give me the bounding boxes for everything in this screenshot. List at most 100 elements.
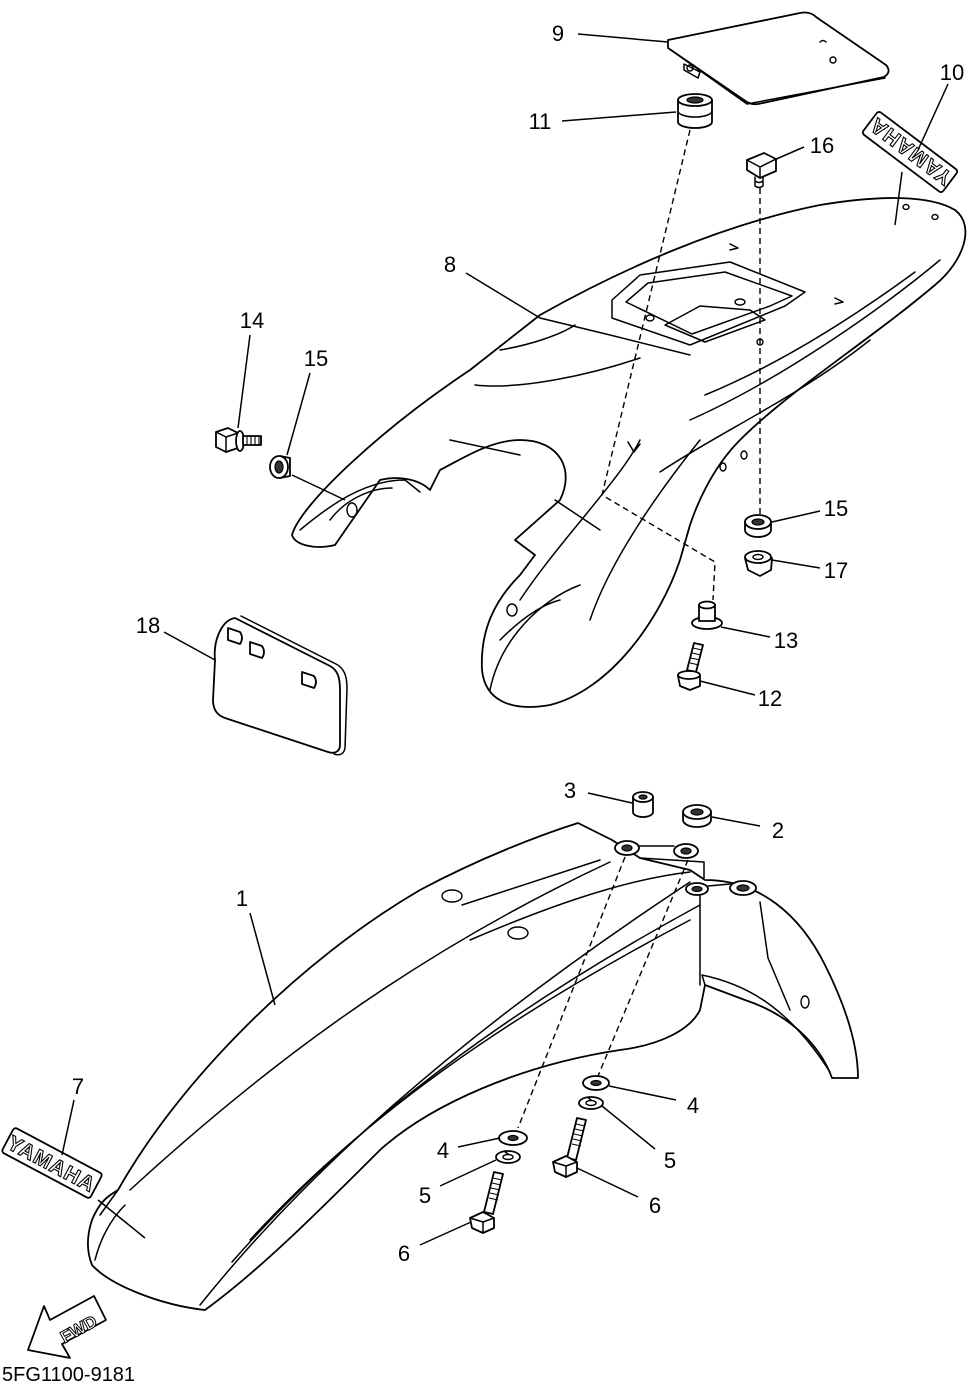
- callout-label: 1: [236, 886, 248, 911]
- fender-rib: [589, 439, 701, 621]
- leader-line: [457, 1137, 501, 1148]
- fender-crease: [249, 919, 691, 1241]
- seat-recess-inner: [625, 271, 793, 335]
- fender-hole: [931, 213, 939, 221]
- callout-10: 10: [917, 60, 964, 151]
- fender-top-ridge: [129, 861, 611, 1191]
- clip-stem: [754, 176, 764, 189]
- fwd-arrow-shape: [27, 1295, 107, 1359]
- fender-hole: [740, 450, 748, 460]
- callout-label: 10: [940, 60, 964, 85]
- decal-border: [861, 111, 959, 193]
- part-10-decal: YAMAHA: [861, 111, 959, 193]
- callout-label: 11: [529, 109, 552, 134]
- leader-line: [711, 816, 761, 827]
- part-1-front-fender: [86, 822, 859, 1311]
- callout-4-right: 4: [608, 1085, 699, 1118]
- assembly-line: [517, 856, 626, 1129]
- bolt-shank: [566, 1117, 587, 1161]
- part-4-washer-left: [498, 1130, 528, 1146]
- callout-18: 18: [136, 613, 216, 661]
- leader-line: [771, 510, 821, 523]
- leader-line: [608, 1085, 677, 1101]
- stay-bracket: [638, 845, 731, 887]
- leader-line: [61, 1099, 75, 1156]
- callout-2: 2: [711, 816, 784, 843]
- fender-hole: [346, 502, 358, 518]
- stay-boss-bore: [691, 885, 703, 893]
- callout-6-left: 6: [398, 1221, 472, 1266]
- part-17-nut: [744, 550, 773, 577]
- callout-13: 13: [720, 626, 798, 653]
- bolt-head: [552, 1155, 578, 1178]
- seat-recess-box: [664, 305, 766, 343]
- plate-hole: [301, 671, 317, 689]
- part-7-decal: YAMAHA: [1, 1127, 103, 1199]
- bolt-head-edge: [469, 1217, 495, 1234]
- callout-15-right: 15: [771, 496, 848, 523]
- fender-ridge: [539, 317, 691, 356]
- fender-side-channel: [299, 479, 421, 531]
- leader-line: [577, 33, 669, 43]
- leader-line: [465, 272, 541, 319]
- callout-label: 4: [687, 1093, 699, 1118]
- fender-rib: [704, 271, 916, 396]
- part-9-plate: [667, 11, 890, 106]
- leader-line: [561, 111, 677, 122]
- leader-line: [419, 1221, 472, 1246]
- plate-outline: [667, 11, 890, 106]
- leader-line: [237, 334, 251, 429]
- grommet-body: [677, 99, 713, 129]
- plate-hole: [249, 641, 265, 659]
- part-11-grommet: [677, 93, 713, 129]
- callout-4-left: 4: [437, 1137, 501, 1163]
- plate-hole: [227, 627, 243, 645]
- decal-text: YAMAHA: [866, 113, 957, 189]
- fender-hole: [902, 203, 910, 211]
- grommet-bore: [690, 808, 704, 816]
- bolt-thread: [571, 1123, 586, 1147]
- leader-line: [286, 372, 311, 456]
- callout-label: 12: [758, 686, 782, 711]
- fender-inset: [461, 859, 601, 906]
- fender-rib: [659, 339, 871, 473]
- grommet-bore: [686, 96, 704, 104]
- lock-washer-bore: [502, 1153, 514, 1161]
- fender-inset: [469, 871, 691, 941]
- stay-boss-bore: [736, 884, 750, 892]
- leader-line: [601, 1105, 656, 1150]
- leader-line: [771, 559, 821, 569]
- callout-7-pointer: [97, 1199, 146, 1239]
- callout-label: 15: [304, 346, 328, 371]
- rear-fender-outline: [291, 197, 967, 708]
- bolt-thread: [246, 436, 260, 445]
- callout-label: 3: [564, 778, 576, 803]
- fender-hole: [441, 889, 463, 903]
- bolt-head: [215, 427, 239, 453]
- fender-ridge: [499, 324, 576, 351]
- callout-5-left: 5: [419, 1159, 497, 1208]
- callout-label: 17: [824, 558, 848, 583]
- fender-ridge: [474, 357, 641, 387]
- leader-line: [163, 631, 216, 661]
- bolt-thread: [689, 647, 703, 666]
- fender-tail: [489, 584, 581, 691]
- part-15-grommet-right: [744, 514, 772, 538]
- bolt-shank: [483, 1171, 504, 1215]
- callout-16: 16: [773, 133, 834, 161]
- part-4-washer-right: [582, 1075, 610, 1091]
- callout-label: 5: [664, 1148, 676, 1173]
- callout-17: 17: [771, 558, 848, 583]
- assembly-line: [601, 129, 716, 601]
- front-fender-outline: [86, 822, 859, 1311]
- part-8-rear-fender: [291, 197, 967, 708]
- bolt-flange: [677, 670, 701, 680]
- fender-hole: [734, 298, 746, 306]
- callout-15-left: 15: [286, 346, 328, 456]
- leader-line: [917, 83, 949, 151]
- leader-line: [291, 474, 346, 501]
- grommet-bore: [274, 460, 284, 474]
- fwd-arrow: FWD: [27, 1295, 107, 1359]
- diagram-code: 5FG1100-9181: [2, 1364, 135, 1386]
- stay-boss-bore: [621, 844, 633, 852]
